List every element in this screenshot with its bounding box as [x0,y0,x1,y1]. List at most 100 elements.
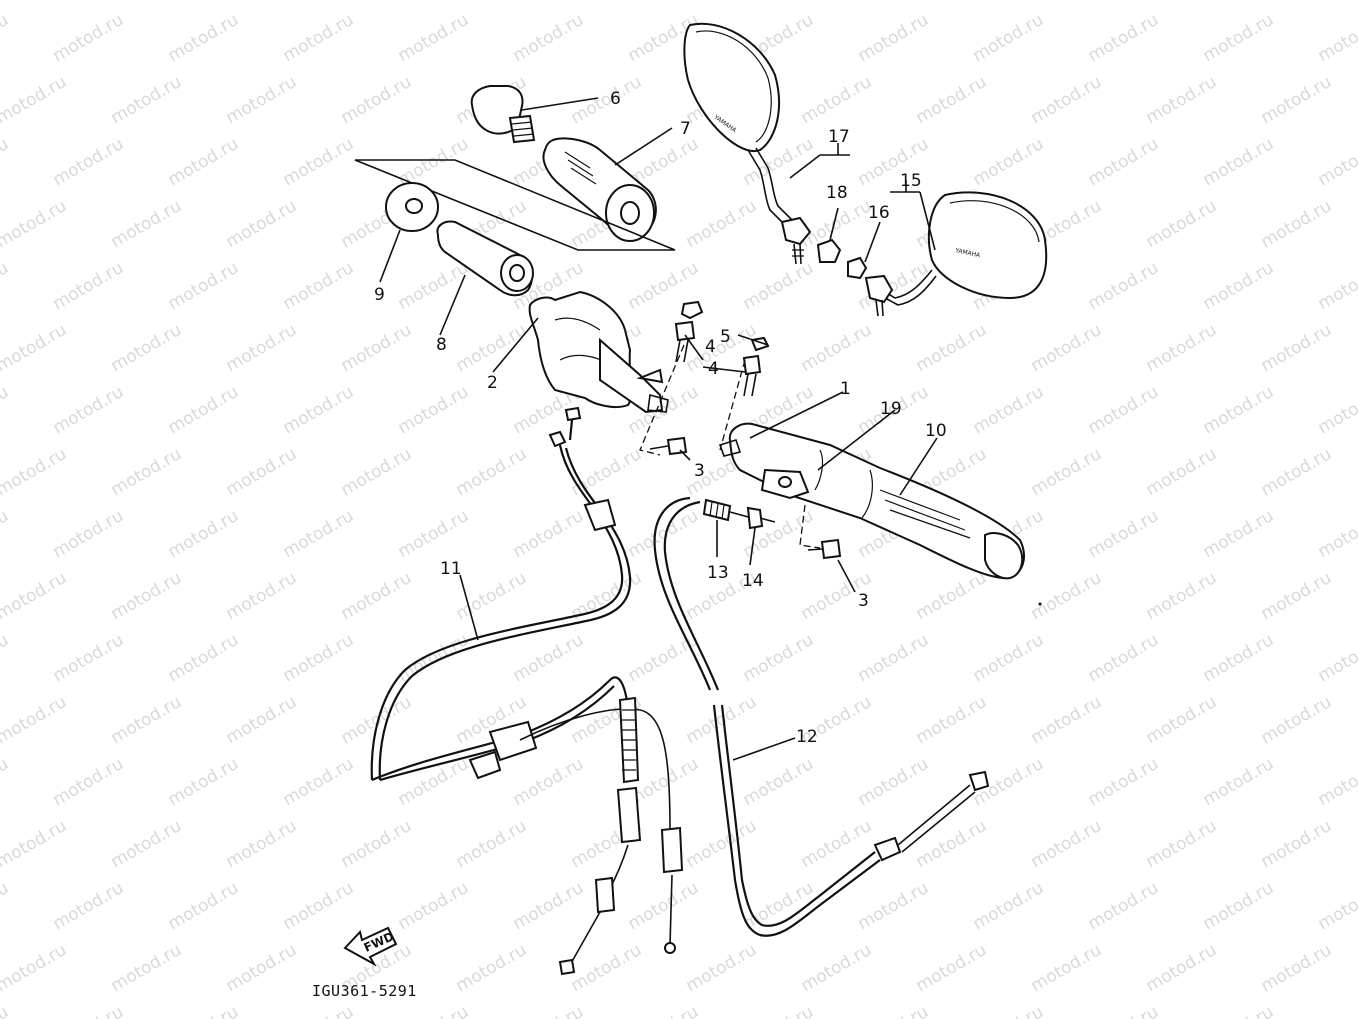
watermark-text: motod.ru [0,382,12,438]
watermark-text: motod.ru [510,754,588,810]
callout-5: 5 [720,327,731,347]
watermark-text: motod.ru [798,0,876,4]
throttle-cap [470,85,536,144]
watermark-text: motod.ru [1258,0,1336,4]
guide-line-a [639,344,685,456]
watermark-text: motod.ru [683,816,761,872]
watermark-text: motod.ru [338,444,416,500]
watermark-text: motod.ru [0,72,70,128]
watermark-text: motod.ru [108,196,186,252]
watermark-text: motod.ru [1085,10,1163,66]
watermark-text: motod.ru [395,630,473,686]
cable-adjuster [702,498,776,530]
watermark-text: motod.ru [165,506,243,562]
callout-8: 8 [436,335,447,355]
watermark-text: motod.ru [280,134,358,190]
watermark-text: motod.ru [855,630,933,686]
watermark-text: motod.ru [1200,10,1278,66]
watermark-text: motod.ru [280,1002,358,1019]
watermark-text: motod.ru [1085,630,1163,686]
watermark-text: motod.ru [1143,320,1221,376]
watermark-text: motod.ru [1143,940,1221,996]
watermark-text: motod.ru [913,692,991,748]
watermark-text: motod.ru [280,382,358,438]
watermark-text: motod.ru [1258,692,1336,748]
callout-19: 19 [880,399,902,419]
watermark-text: motod.ru [280,630,358,686]
callout-1: 1 [840,379,851,399]
watermark-text: motod.ru [1085,258,1163,314]
watermark-text: motod.ru [970,1002,1048,1019]
watermark-text: motod.ru [740,1002,818,1019]
watermark-text: motod.ru [165,630,243,686]
watermark-text: motod.ru [1200,1002,1278,1019]
watermark-text: motod.ru [223,196,301,252]
washer [385,182,439,232]
watermark-text: motod.ru [453,940,531,996]
right-mirror: YAMAHA [864,191,1048,317]
watermark-text: motod.ru [1085,878,1163,934]
drawing-code: IGU361-5291 [312,982,417,1000]
grip-group-outline [354,159,676,251]
callout-18: 18 [826,183,848,203]
watermark-text: motod.ru [1315,506,1358,562]
watermark-text: motod.ru [1028,816,1106,872]
watermark-text: motod.ru [0,444,70,500]
callout-9: 9 [374,285,385,305]
watermark-text: motod.ru [1258,816,1336,872]
watermark-text: motod.ru [913,940,991,996]
watermark-text: motod.ru [510,1002,588,1019]
watermark-text: motod.ru [855,878,933,934]
watermark-text: motod.ru [0,134,12,190]
watermark-text: motod.ru [855,1002,933,1019]
watermark-text: motod.ru [1143,0,1221,4]
callout-14: 14 [742,571,764,591]
watermark-text: motod.ru [453,320,531,376]
watermark-text: motod.ru [1258,940,1336,996]
leader-lines [379,97,938,761]
watermark-text: motod.ru [1143,196,1221,252]
watermark-text: motod.ru [683,940,761,996]
watermark-text: motod.ru [338,816,416,872]
watermark-text: motod.ru [1200,134,1278,190]
watermark-text: motod.ru [1028,320,1106,376]
watermark-text: motod.ru [0,568,70,624]
watermark-text: motod.ru [280,10,358,66]
watermark-text: motod.ru [223,0,301,4]
watermark-text: motod.ru [510,10,588,66]
watermark-text: motod.ru [165,878,243,934]
watermark-text: motod.ru [1085,1002,1163,1019]
watermark-text: motod.ru [625,630,703,686]
watermark-text: motod.ru [798,320,876,376]
watermark-text: motod.ru [1085,134,1163,190]
watermark-text: motod.ru [0,754,12,810]
watermark-text: motod.ru [683,0,761,4]
watermark-text: motod.ru [1315,754,1358,810]
watermark-text: motod.ru [625,878,703,934]
watermark-text: motod.ru [395,754,473,810]
right-switch-and-grip [718,422,1025,580]
left-switch-housing [528,290,669,414]
callouts: 6 7 9 8 2 5 4 4 3 3 1 19 10 11 12 13 14 … [374,89,947,747]
watermark-text: motod.ru [798,816,876,872]
watermark-text: motod.ru [1200,754,1278,810]
watermark-text: motod.ru [338,692,416,748]
watermark-text: motod.ru [223,444,301,500]
watermark-text: motod.ru [108,0,186,4]
watermark-text: motod.ru [970,382,1048,438]
watermark-text: motod.ru [338,0,416,4]
callout-3-a: 3 [694,461,705,481]
watermark-text: motod.ru [165,754,243,810]
watermark-text: motod.ru [1315,1002,1358,1019]
watermark-text: motod.ru [0,196,70,252]
callout-15: 15 [900,171,922,191]
watermark-text: motod.ru [625,506,703,562]
watermark-text: motod.ru [223,72,301,128]
watermark-text: motod.ru [913,0,991,4]
watermark-text: motod.ru [1200,258,1278,314]
watermark-text: motod.ru [913,72,991,128]
watermark-text: motod.ru [798,940,876,996]
watermark-text: motod.ru [223,816,301,872]
watermark-text: motod.ru [625,1002,703,1019]
watermark-text: motod.ru [1258,320,1336,376]
